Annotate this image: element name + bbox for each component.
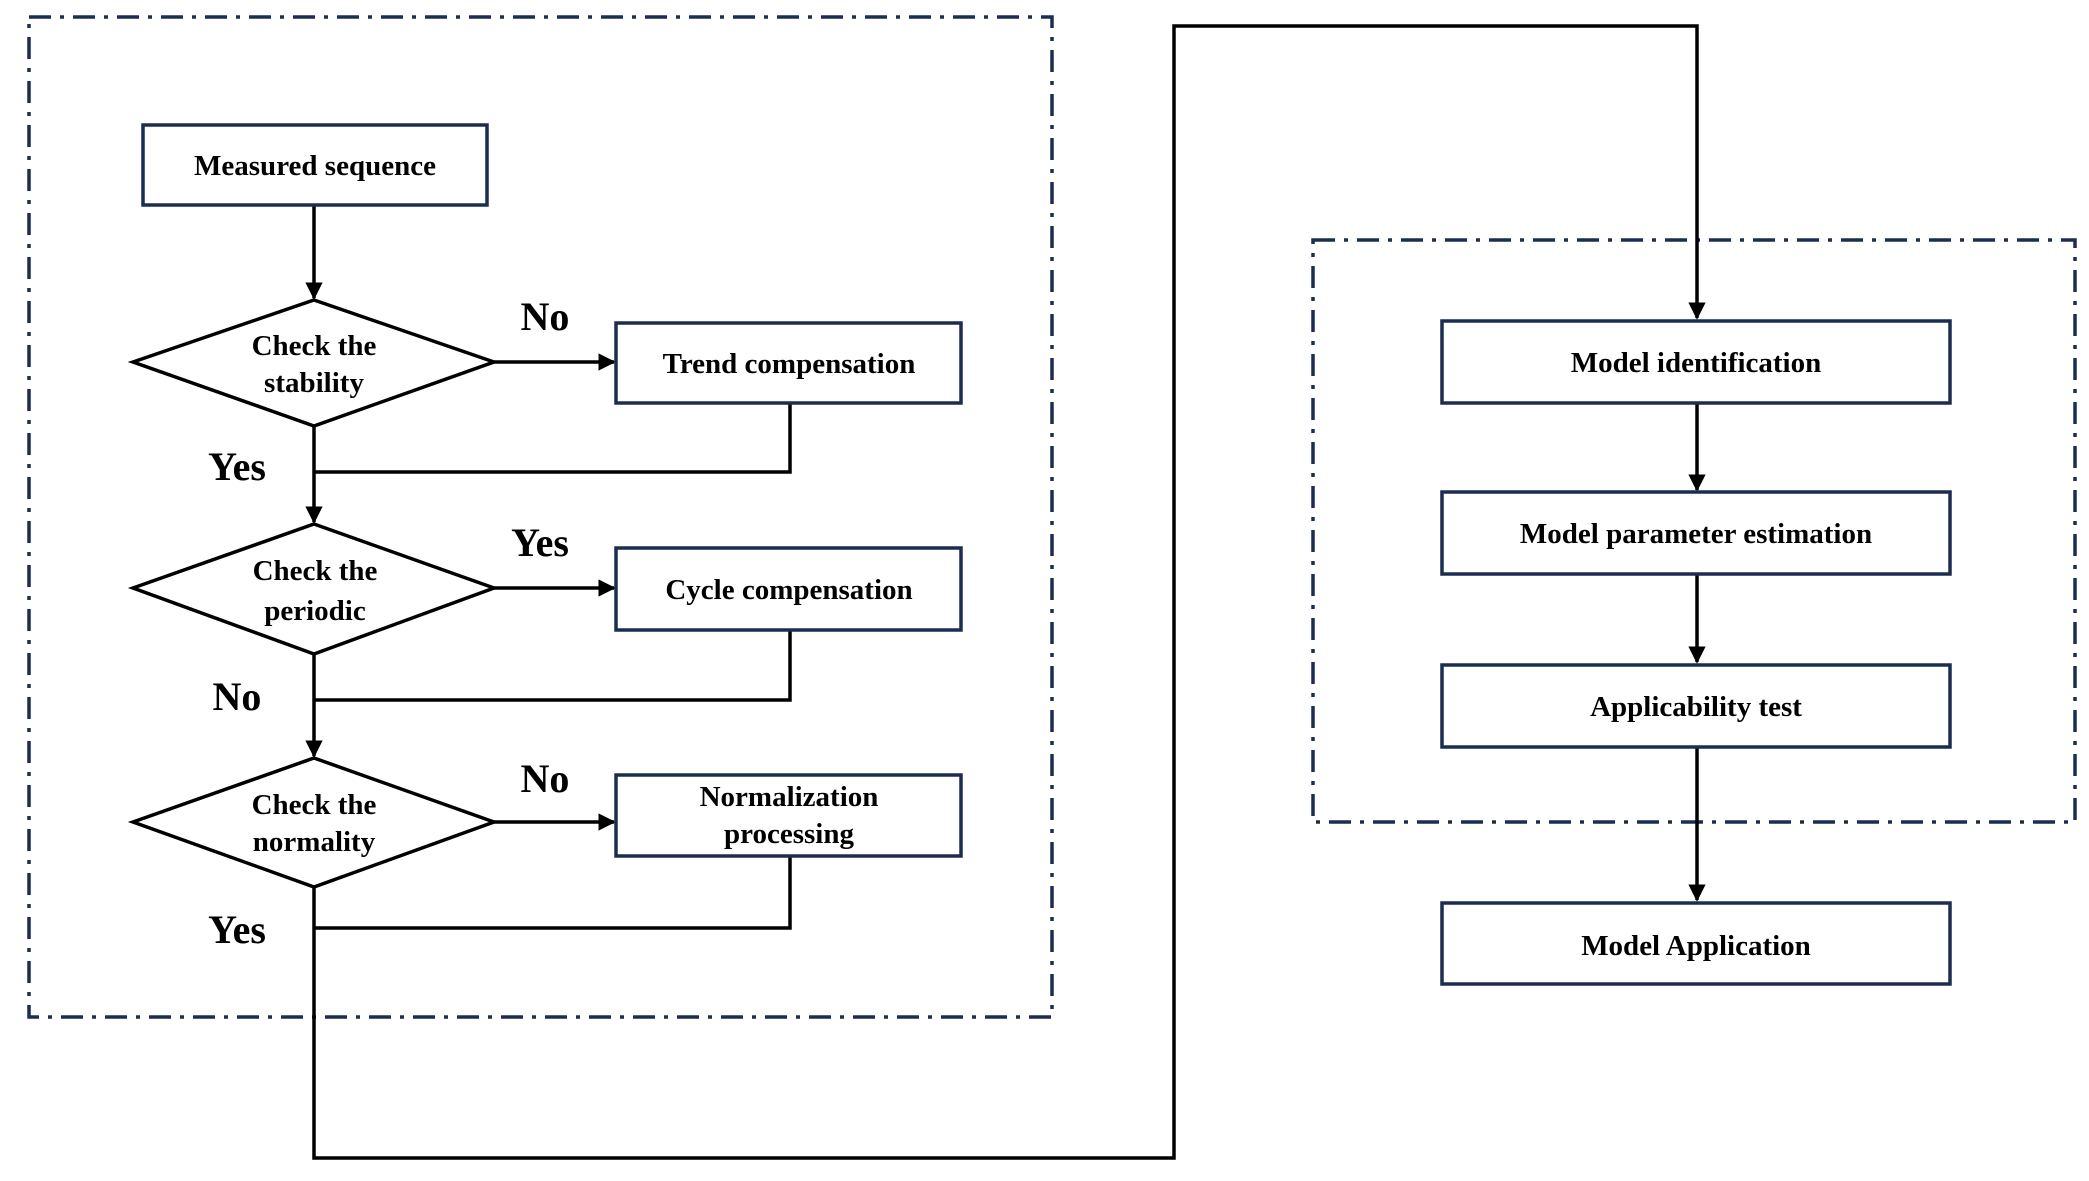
trend-compensation-label: Trend compensation xyxy=(663,348,916,380)
check-periodic-label-line2: periodic xyxy=(264,595,366,627)
check-stability-diamond xyxy=(127,298,500,428)
normalization-processing-label-line1: Normalization xyxy=(700,781,879,813)
line-cycle-return xyxy=(314,630,792,702)
normalization-processing-box xyxy=(614,773,963,858)
cycle-compensation-box xyxy=(614,546,963,632)
model-identification-label: Model identification xyxy=(1571,347,1822,379)
measured-sequence-node: Measured sequence xyxy=(141,123,489,207)
measured-sequence-label: Measured sequence xyxy=(194,150,436,182)
check-normality-label-line2: normality xyxy=(253,826,376,858)
model-application-box xyxy=(1440,901,1952,986)
check-stability-label-line1: Check the xyxy=(252,330,377,362)
normality-yes-label: Yes xyxy=(208,907,266,952)
model-identification-box xyxy=(1440,319,1952,405)
check-periodic-label-line1: Check the xyxy=(253,555,378,587)
normalization-processing-label-line2: processing xyxy=(724,818,854,850)
check-periodic-diamond xyxy=(127,522,500,656)
model-parameter-estimation-box xyxy=(1440,490,1952,576)
check-normality-diamond xyxy=(127,756,500,889)
line-trend-return xyxy=(314,403,792,474)
stability-yes-label: Yes xyxy=(208,444,266,489)
applicability-test-box xyxy=(1440,663,1952,749)
line-normalization-return xyxy=(314,856,792,930)
cycle-compensation-node: Cycle compensation xyxy=(614,546,963,632)
periodic-no-label: No xyxy=(213,674,262,719)
model-identification-node: Model identification xyxy=(1440,319,1952,405)
check-normality-node: Check the normality xyxy=(127,756,500,889)
model-application-label: Model Application xyxy=(1581,930,1811,962)
applicability-test-label: Applicability test xyxy=(1590,691,1802,723)
measured-sequence-box xyxy=(141,123,489,207)
modeling-group-frame xyxy=(1311,238,2077,824)
normalization-processing-node: Normalization processing xyxy=(614,773,963,858)
normality-no-label: No xyxy=(521,756,570,801)
check-normality-label-line1: Check the xyxy=(252,789,377,821)
check-stability-label-line2: stability xyxy=(264,367,364,399)
check-periodic-node: Check the periodic xyxy=(127,522,500,656)
model-parameter-estimation-label: Model parameter estimation xyxy=(1520,518,1872,550)
arrow-to-model-identification xyxy=(312,24,1706,1160)
model-application-node: Model Application xyxy=(1440,901,1952,986)
periodic-yes-label: Yes xyxy=(511,520,569,565)
model-parameter-estimation-node: Model parameter estimation xyxy=(1440,490,1952,576)
stability-no-label: No xyxy=(521,294,570,339)
trend-compensation-box xyxy=(614,321,963,405)
applicability-test-node: Applicability test xyxy=(1440,663,1952,749)
cycle-compensation-label: Cycle compensation xyxy=(665,574,912,606)
check-stability-node: Check the stability xyxy=(127,298,500,428)
trend-compensation-node: Trend compensation xyxy=(614,321,963,405)
